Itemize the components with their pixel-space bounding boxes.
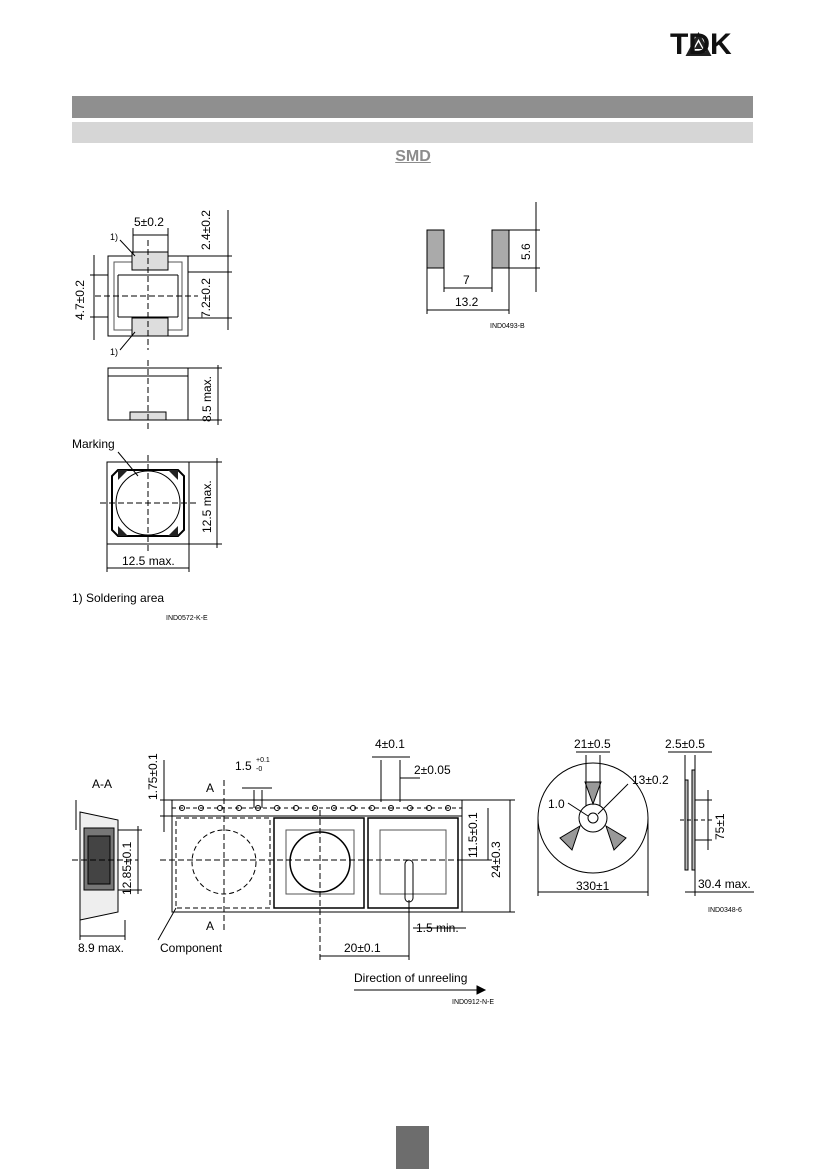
reel-hub-dia: 75±1 [713, 813, 727, 840]
label-direction-unreeling: Direction of unreeling [354, 971, 467, 985]
component-top-view [90, 210, 232, 351]
label-section-aa: A-A [92, 777, 112, 791]
reel-key: 1.0 [548, 797, 565, 811]
reel-hub: 21±0.5 [574, 737, 611, 751]
dim-body-side: 12.5 max. [200, 480, 214, 533]
page-footer-tab [396, 1126, 429, 1169]
reel-diameter: 330±1 [576, 879, 610, 893]
dim-width-top: 5±0.2 [134, 215, 164, 229]
reel-side-view [668, 751, 754, 896]
land-total: 13.2 [455, 295, 479, 309]
land-gap: 7 [463, 273, 470, 287]
drawing-code-1: IND0572-K-E [166, 615, 208, 622]
land-height: 5.6 [519, 243, 533, 260]
tdk-triangle-logo-icon [685, 32, 712, 56]
component-side-view [107, 360, 222, 430]
drawing-code-3: IND0912-N-E [452, 999, 494, 1006]
label-marking: Marking [72, 437, 115, 451]
section-title: SMD [395, 148, 431, 165]
section-marker-top: A [206, 781, 214, 795]
tape-pitch-holes: 4±0.1 [375, 737, 405, 751]
sprocket-holes [179, 805, 451, 811]
reel-center-hole: 13±0.2 [632, 773, 669, 787]
tape-top-dim: 1.75±0.1 [146, 753, 160, 800]
tape-width-total: 24±0.3 [489, 841, 503, 878]
reel-front-view [537, 751, 649, 896]
component-bottom-view [100, 451, 222, 572]
tape-depth: 12.85±0.1 [120, 841, 134, 895]
tape-pitch: 20±0.1 [344, 941, 381, 955]
tape-hole: 1.5 [235, 759, 252, 773]
note-marker-top: 1) [110, 232, 118, 242]
label-component: Component [160, 941, 223, 955]
footnote-soldering: 1) Soldering area [72, 591, 164, 605]
tape-plan-view [157, 756, 515, 995]
note-marker-bottom: 1) [110, 347, 118, 357]
tape-hole-offset: 2±0.05 [414, 763, 451, 777]
tape-thickness: 8.9 max. [78, 941, 124, 955]
tape-hole-tol-minus: -0 [256, 766, 262, 773]
header-bar-light [72, 122, 753, 143]
section-marker-bottom: A [206, 919, 214, 933]
drawing-code-2: IND0493-B [490, 323, 525, 330]
header-bar-dark [72, 96, 753, 118]
dim-side-height: 4.7±0.2 [73, 280, 87, 320]
reel-width: 30.4 max. [698, 877, 751, 891]
drawing-code-4: IND0348-6 [708, 907, 742, 914]
land-pattern [426, 202, 540, 314]
tape-width-inner: 11.5±0.1 [466, 812, 480, 858]
reel-flange: 2.5±0.5 [665, 737, 705, 751]
dim-inner: 7.2±0.2 [199, 278, 213, 318]
tape-section-view [72, 800, 142, 940]
tape-min-gap: 1.5 min. [416, 921, 459, 935]
tape-hole-tol-plus: +0.1 [256, 757, 270, 764]
dim-pad-height: 2.4±0.2 [199, 210, 213, 250]
brand-logo-text: TDK [670, 28, 732, 61]
dim-body-bottom: 12.5 max. [122, 554, 175, 568]
dim-height-max: 8.5 max. [200, 376, 214, 422]
